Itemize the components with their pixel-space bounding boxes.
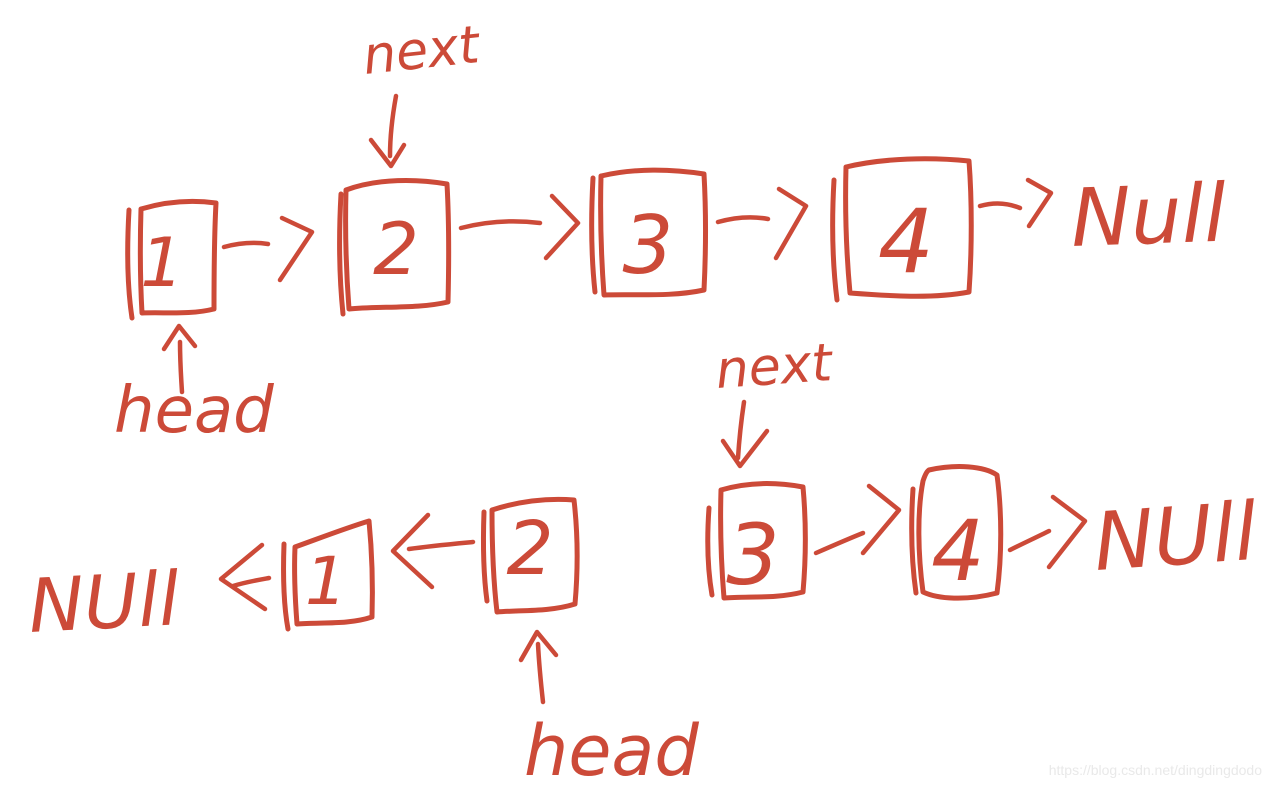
next-arrow-down-2-head — [720, 428, 770, 469]
watermark: https://blog.csdn.net/dingdingdodo — [1049, 762, 1262, 778]
null-label-bottom-right: NUll — [1091, 485, 1260, 589]
pointer-1-2-head — [277, 215, 315, 283]
node-4-left-bar — [830, 177, 840, 303]
head-arrow-up-2-stem — [535, 641, 546, 705]
node-4-value: 4 — [878, 190, 934, 293]
pointer-4b-null-head — [1046, 494, 1088, 570]
node-3-remaining-box — [718, 481, 808, 601]
head-arrow-up-head — [161, 323, 198, 352]
node-1-box — [137, 198, 219, 316]
pointer-4-null-line — [977, 201, 1023, 211]
node-3-left-bar — [589, 175, 598, 295]
node-2-reversed-left-bar — [480, 509, 490, 604]
pointer-2-3-line — [458, 219, 543, 231]
node-1-value: 1 — [140, 224, 183, 303]
head-arrow-up-stem — [177, 339, 185, 395]
node-3-value: 3 — [623, 199, 674, 292]
node-4-remaining-box — [916, 464, 1004, 601]
remaining-sublist: next 3 4 NUll — [705, 333, 1260, 604]
next-label-bottom: next — [714, 333, 836, 401]
head-label-top: head — [114, 374, 274, 448]
pointer-1-null-line — [230, 575, 272, 589]
next-label-top: next — [360, 15, 483, 87]
node-2-left-bar — [337, 191, 346, 317]
pointer-4-null-head — [1025, 177, 1054, 229]
pointer-3b-4b-line — [813, 530, 866, 556]
null-label-top: Null — [1069, 167, 1227, 265]
node-1: 1 — [125, 198, 219, 321]
node-2-reversed-box — [489, 496, 580, 615]
node-3: 3 — [589, 167, 708, 298]
node-2: 2 — [337, 178, 452, 317]
node-1-reversed-box — [292, 518, 375, 627]
node-1-reversed: 1 — [280, 518, 375, 632]
pointer-1-null-head — [218, 542, 268, 612]
pointer-2-1-head — [390, 512, 435, 590]
null-label-bottom-left: NUll — [26, 556, 181, 650]
head-arrow-up-2-head — [518, 629, 559, 663]
pointer-3-4-line — [715, 215, 771, 225]
node-3-remaining-left-bar — [705, 505, 715, 598]
node-3-remaining: 3 — [705, 481, 808, 604]
node-1-reversed-left-bar — [280, 541, 291, 632]
next-arrow-down-stem — [387, 93, 399, 159]
node-2-reversed: 2 — [480, 496, 580, 615]
node-3-remaining-value: 3 — [726, 506, 779, 604]
pointer-2-3-head — [543, 193, 581, 261]
node-4-box — [843, 156, 974, 299]
node-1-left-bar — [125, 207, 135, 321]
node-2-box — [343, 178, 452, 312]
original-linked-list: next 1 2 3 — [114, 15, 1228, 448]
pointer-3-4-head — [773, 186, 809, 261]
reversed-sublist: NUll 1 2 head — [26, 496, 699, 788]
node-1-reversed-value: 1 — [305, 543, 347, 620]
node-4: 4 — [830, 156, 974, 303]
node-4-remaining-value: 4 — [931, 502, 984, 600]
node-4-remaining-left-bar — [909, 486, 919, 596]
node-2-value: 2 — [373, 207, 419, 291]
pointer-2-1-line — [406, 539, 476, 552]
head-label-bottom: head — [524, 710, 699, 788]
pointer-1-2-line — [221, 240, 271, 250]
next-arrow-down-head — [368, 137, 407, 169]
pointer-3b-4b-head — [860, 483, 902, 556]
node-3-box — [598, 167, 708, 298]
node-2-reversed-value: 2 — [506, 506, 553, 592]
node-4-remaining: 4 — [909, 464, 1004, 601]
next-arrow-down-2-stem — [735, 399, 747, 461]
pointer-4b-null-line — [1007, 528, 1052, 553]
